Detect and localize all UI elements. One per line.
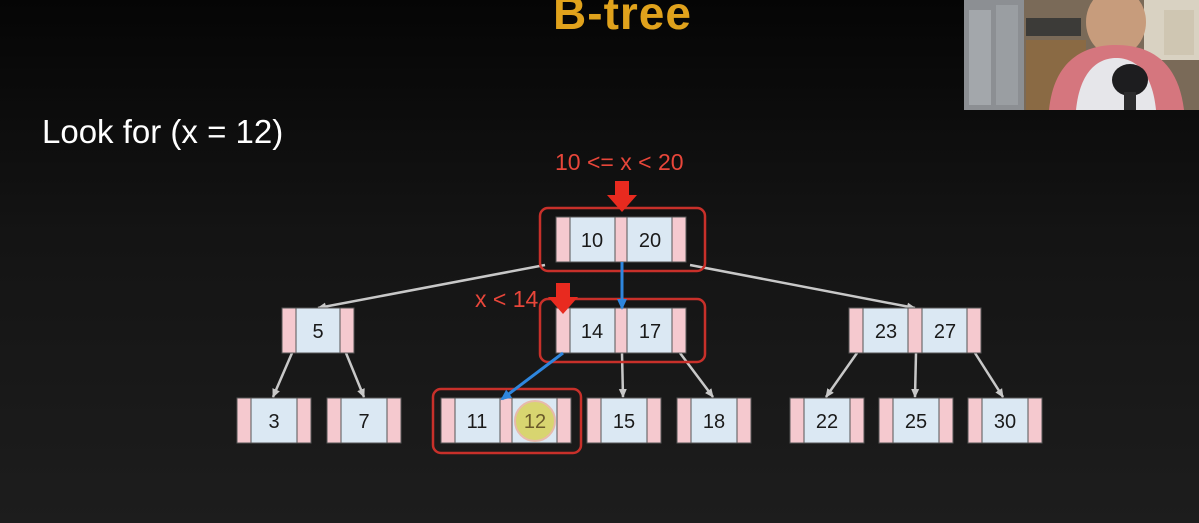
found-key-marker	[514, 400, 556, 442]
presenter-webcam	[964, 0, 1199, 110]
highlight-11-12	[431, 387, 583, 455]
edge-root-to-23-27	[689, 263, 916, 311]
key-7: 7	[358, 411, 369, 433]
edge-14-17-to-15	[618, 352, 627, 398]
node-root: 10 20	[555, 216, 687, 263]
edge-5-to-7	[344, 352, 366, 398]
annotation-level2-range: x < 14	[475, 286, 539, 312]
leaf-7: 7	[326, 397, 402, 444]
annotation-root-range: 10 <= x < 20	[555, 149, 684, 175]
leaf-15: 15	[586, 397, 662, 444]
node-14-17: 14 17	[555, 307, 687, 354]
edge-23-27-to-22	[824, 352, 859, 398]
leaf-3: 3	[236, 397, 312, 444]
leaf-30: 30	[967, 397, 1043, 444]
key-25: 25	[905, 411, 927, 433]
leaf-11-12: 11 12	[440, 397, 572, 444]
tree-edges	[271, 263, 1005, 398]
search-arrow-14-17-to-11-12	[500, 351, 564, 401]
edge-14-17-to-18	[679, 352, 714, 398]
key-18: 18	[703, 411, 725, 433]
edge-23-27-to-30	[973, 352, 1005, 398]
leaf-18: 18	[676, 397, 752, 444]
key-5: 5	[312, 321, 323, 343]
key-27: 27	[934, 321, 956, 343]
key-10: 10	[581, 230, 603, 252]
node-5: 5	[281, 307, 355, 354]
red-arrow-level2	[548, 283, 578, 314]
key-15: 15	[613, 411, 635, 433]
key-14: 14	[581, 321, 603, 343]
key-11: 11	[467, 411, 488, 433]
edge-5-to-3	[271, 352, 294, 398]
key-12: 12	[524, 411, 546, 433]
leaf-25: 25	[878, 397, 954, 444]
query-text: Look for (x = 12)	[42, 113, 284, 150]
key-17: 17	[639, 321, 661, 343]
edge-23-27-to-25	[911, 352, 920, 398]
key-20: 20	[639, 230, 661, 252]
edge-root-to-5	[317, 263, 546, 311]
leaf-22: 22	[789, 397, 865, 444]
slide-title: B-tree	[553, 0, 692, 39]
key-23: 23	[875, 321, 897, 343]
node-23-27: 23 27	[848, 307, 982, 354]
key-30: 30	[994, 411, 1016, 433]
search-arrows	[500, 262, 627, 401]
red-arrow-root	[607, 181, 637, 212]
key-22: 22	[816, 411, 838, 433]
key-3: 3	[268, 411, 279, 433]
